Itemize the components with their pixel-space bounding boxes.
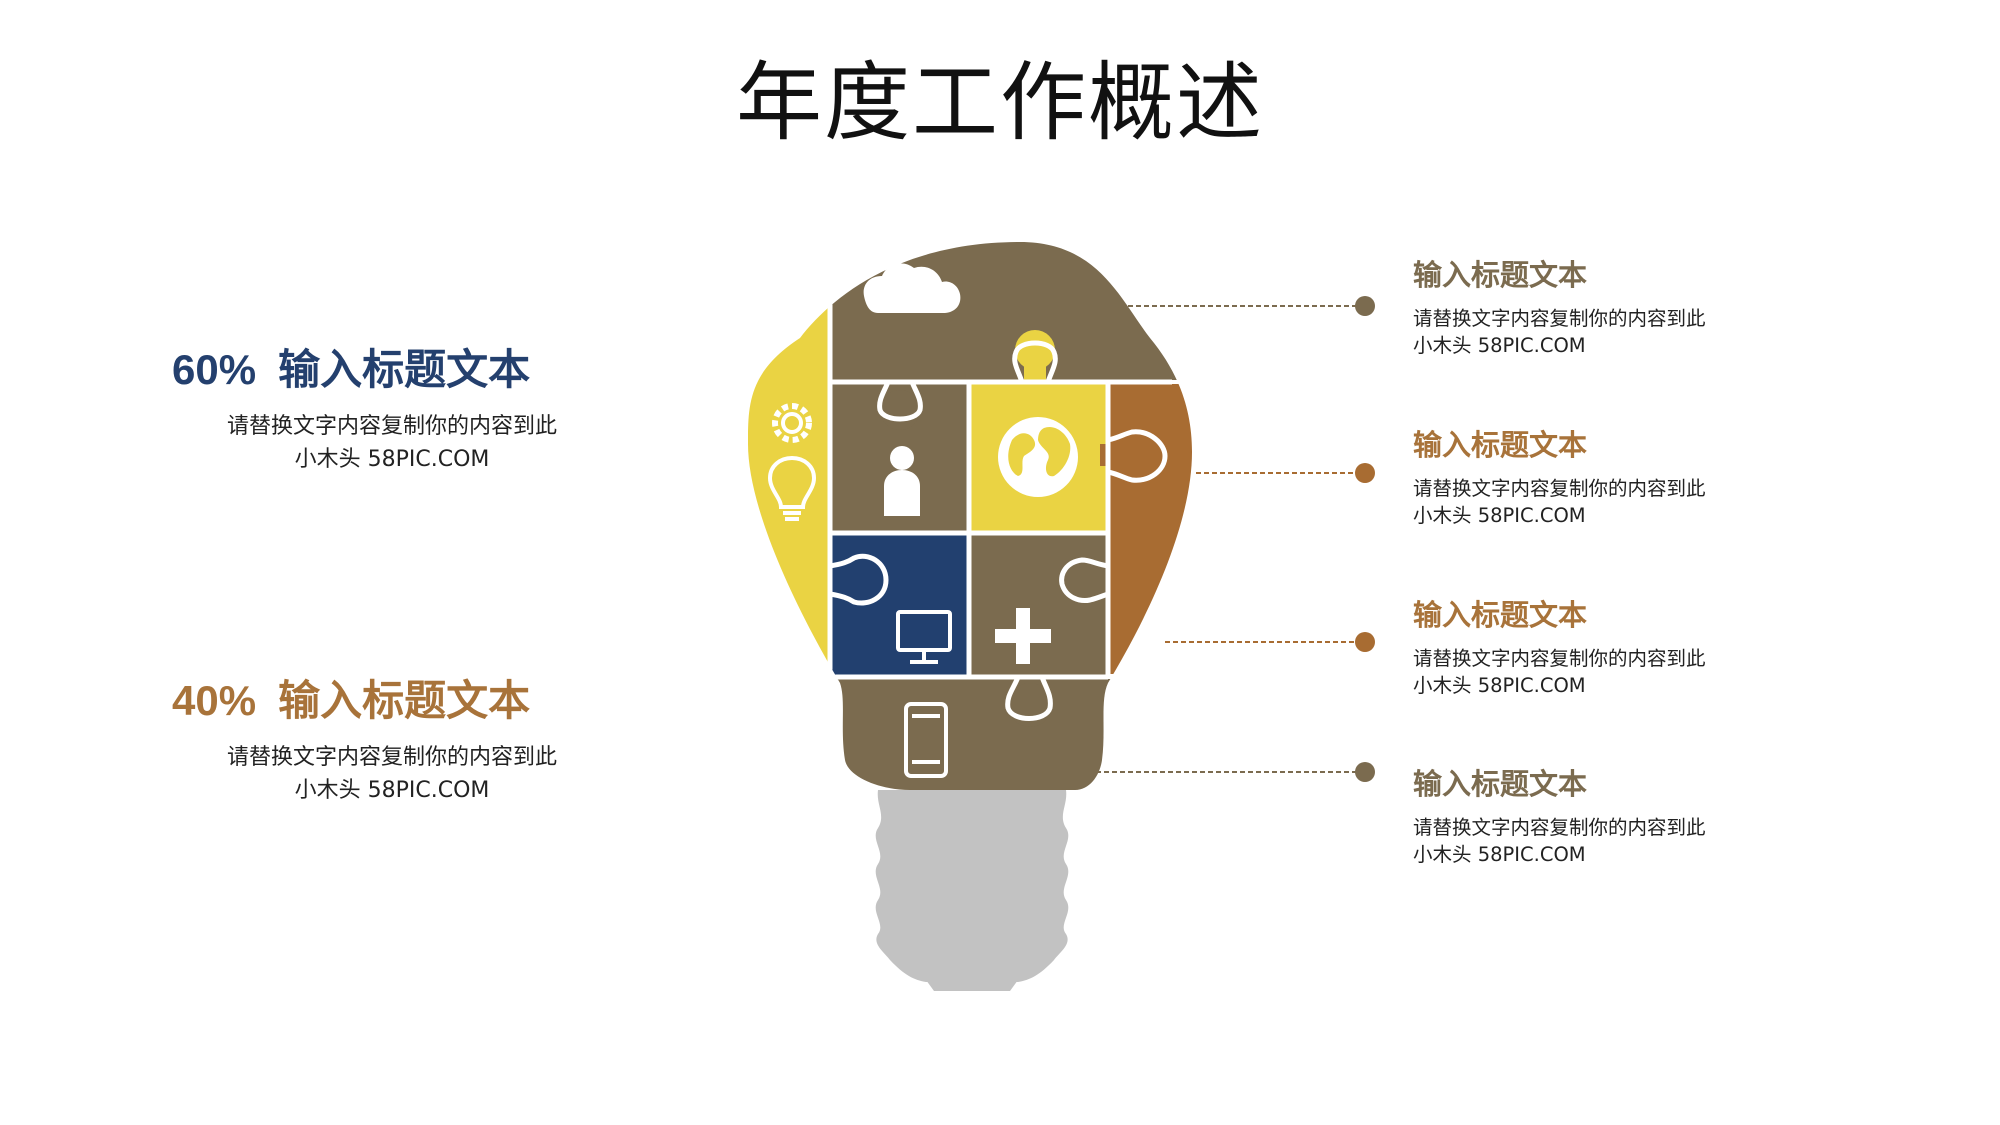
right-item-2: 输入标题文本 请替换文字内容复制你的内容到此 小木头 58PIC.COM <box>1413 425 1773 529</box>
lightbulb-icon <box>767 455 817 521</box>
left-item-1-percent: 60% <box>172 346 257 393</box>
bulb-base <box>875 790 1069 991</box>
connector-dot-4 <box>1355 762 1375 782</box>
left-item-1-heading: 60% 输入标题文本 <box>172 342 692 398</box>
left-item-1: 60% 输入标题文本 请替换文字内容复制你的内容到此 小木头 58PIC.COM <box>172 342 692 476</box>
right-item-4-body: 请替换文字内容复制你的内容到此 小木头 58PIC.COM <box>1413 814 1773 868</box>
left-item-2-body: 请替换文字内容复制你的内容到此 小木头 58PIC.COM <box>182 741 602 807</box>
plus-icon <box>995 608 1051 664</box>
right-item-3-body: 请替换文字内容复制你的内容到此 小木头 58PIC.COM <box>1413 645 1773 699</box>
right-item-4-heading: 输入标题文本 <box>1413 767 1588 801</box>
puzzle-piece-orange-right <box>1110 384 1192 674</box>
left-item-2-line1: 请替换文字内容复制你的内容到此 <box>226 745 557 770</box>
left-item-1-line1: 请替换文字内容复制你的内容到此 <box>226 414 557 439</box>
right-item-2-line1: 请替换文字内容复制你的内容到此 <box>1413 477 1706 500</box>
left-item-2-title: 输入标题文本 <box>278 676 531 725</box>
right-item-1: 输入标题文本 请替换文字内容复制你的内容到此 小木头 58PIC.COM <box>1413 255 1773 359</box>
connector-lines <box>1080 305 1365 773</box>
puzzle-piece-yellow-left <box>748 242 828 790</box>
cloud-icon <box>863 263 961 313</box>
right-item-3-heading: 输入标题文本 <box>1413 598 1588 632</box>
right-item-3: 输入标题文本 请替换文字内容复制你的内容到此 小木头 58PIC.COM <box>1413 595 1773 699</box>
smartphone-icon <box>904 702 948 778</box>
left-item-1-title: 输入标题文本 <box>278 345 531 394</box>
left-item-2: 40% 输入标题文本 请替换文字内容复制你的内容到此 小木头 58PIC.COM <box>172 673 692 807</box>
left-item-2-heading: 40% 输入标题文本 <box>172 673 692 729</box>
left-item-2-percent: 40% <box>172 677 257 724</box>
right-item-4: 输入标题文本 请替换文字内容复制你的内容到此 小木头 58PIC.COM <box>1413 764 1773 868</box>
globe-icon <box>998 417 1078 497</box>
left-item-1-line2: 小木头 58PIC.COM <box>294 447 490 472</box>
left-item-1-body: 请替换文字内容复制你的内容到此 小木头 58PIC.COM <box>182 410 602 476</box>
right-item-4-line1: 请替换文字内容复制你的内容到此 <box>1413 816 1706 839</box>
puzzle-piece-plus <box>971 535 1106 675</box>
right-item-2-line2: 小木头 58PIC.COM <box>1413 504 1586 527</box>
right-item-2-heading: 输入标题文本 <box>1413 428 1588 462</box>
left-item-2-line2: 小木头 58PIC.COM <box>294 778 490 803</box>
connector-dot-3 <box>1355 632 1375 652</box>
right-item-2-body: 请替换文字内容复制你的内容到此 小木头 58PIC.COM <box>1413 475 1773 529</box>
gear-icon <box>772 403 812 443</box>
right-item-3-line1: 请替换文字内容复制你的内容到此 <box>1413 647 1706 670</box>
puzzle-piece-monitor <box>832 535 967 675</box>
right-item-1-line1: 请替换文字内容复制你的内容到此 <box>1413 307 1706 330</box>
connector-dot-2 <box>1355 463 1375 483</box>
right-item-3-line2: 小木头 58PIC.COM <box>1413 674 1586 697</box>
page-title: 年度工作概述 <box>736 53 1264 153</box>
person-icon <box>884 446 920 516</box>
right-item-4-line2: 小木头 58PIC.COM <box>1413 843 1586 866</box>
monitor-icon <box>896 610 952 664</box>
right-item-1-line2: 小木头 58PIC.COM <box>1413 334 1586 357</box>
connector-dots <box>1355 296 1375 782</box>
right-item-1-heading: 输入标题文本 <box>1413 258 1588 292</box>
right-item-1-body: 请替换文字内容复制你的内容到此 小木头 58PIC.COM <box>1413 305 1773 359</box>
connector-dot-1 <box>1355 296 1375 316</box>
